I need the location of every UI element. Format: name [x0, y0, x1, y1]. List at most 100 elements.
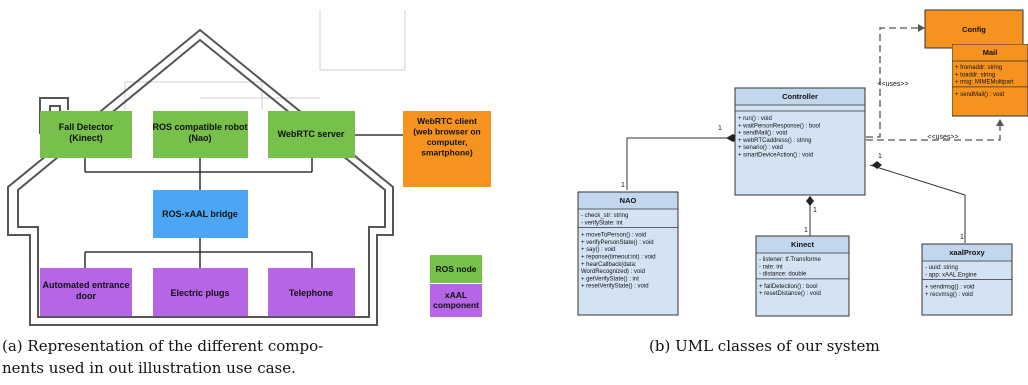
leg-xaal-line: component — [433, 300, 479, 310]
uml-class-box — [734, 87, 866, 196]
uml-class-box — [952, 44, 1028, 117]
wclient-line: computer, — [427, 137, 468, 147]
node-fall-detector-label: Fall Detector(Kinect) — [59, 122, 114, 143]
node-electric-plugs: Electric plugs — [153, 268, 248, 316]
uml-class-name: NAO — [620, 196, 637, 205]
uml-class-name: xaalProxy — [949, 248, 985, 257]
uml-dependencies — [866, 27, 1001, 141]
uml-attribute: - check_str: string — [581, 213, 628, 219]
uml-method: + resetDistance() : void — [759, 291, 821, 297]
node-ros-xaal-bridge: ROS-xAAL bridge — [153, 190, 248, 238]
legend-ros-node-label: ROS node — [435, 264, 476, 274]
uml-method: + moveToPerson() : void — [581, 233, 646, 239]
captions: (a) Representation of the different comp… — [2, 337, 880, 377]
uml-method: + sendMail() : void — [955, 92, 1004, 98]
uml-class-name: Mail — [983, 48, 998, 57]
uml-class-box — [577, 191, 679, 316]
connectors — [84, 134, 403, 268]
legend-ros-node-swatch — [430, 255, 482, 283]
door-line: door — [76, 291, 96, 301]
uml-class-kinect: Kinect - listener: tf.Transforme- rate: i… — [755, 235, 850, 317]
node-webrtc-server: WebRTC server — [268, 111, 355, 158]
multiplicity-kinect-controller: 1 — [813, 207, 817, 214]
uml-class-header — [735, 88, 865, 105]
uml-attribute: - rate: int — [759, 264, 783, 270]
wclient-line: smartphone) — [421, 148, 473, 158]
node-ros-xaal-bridge-label: ROS-xAAL bridge — [162, 209, 238, 219]
node-webrtc-server-label: WebRTC server — [278, 129, 345, 139]
caption-a-line2: nents used in out illustration use case. — [2, 359, 296, 377]
legend-xaal-swatch — [430, 284, 482, 317]
association-controller-xaalproxy — [869, 164, 966, 243]
node-telephone-label: Telephone — [289, 288, 333, 298]
node-telephone: Telephone — [268, 268, 355, 316]
dependency-uses-mail — [866, 126, 1001, 141]
uml-class-config: Config — [924, 9, 1024, 49]
plugs-line: Electric plugs — [170, 288, 229, 298]
uml-attribute: - listener: tf.Transforme — [759, 257, 821, 263]
wserver-line: WebRTC server — [278, 129, 345, 139]
uml-method: + verifyPersonState() : void — [581, 240, 654, 246]
robot-line: (Nao) — [189, 133, 212, 143]
uml-method: + recvmsg() : void — [925, 292, 973, 298]
uml-attribute: + toaddr: string — [955, 72, 995, 78]
uml-arrowheads — [918, 24, 1004, 126]
door-line: Automated entrance — [42, 280, 129, 290]
fall-line: (Kinect) — [69, 133, 103, 143]
uml-attribute: + fromaddr: string — [955, 65, 1002, 71]
uml-attribute: + msg: MIMEMultipart — [955, 80, 1014, 86]
uses-label-config: <<uses>> — [877, 81, 908, 88]
uml-class-header — [578, 192, 678, 209]
uml-method: + webRTCaddress() : string — [738, 138, 811, 144]
phone-line: Telephone — [289, 288, 333, 298]
fall-line: Fall Detector — [59, 122, 114, 132]
uml-attribute: - uuid: string — [925, 265, 958, 271]
uml-class-nao: NAO - check_str: string- verifyState: int… — [577, 191, 679, 316]
leg-ros-line: ROS node — [435, 264, 476, 274]
uml-class-name: Controller — [782, 92, 818, 101]
uml-method: + hearCallback(data: — [581, 262, 637, 268]
uml-method: + sendMail() : void — [738, 131, 787, 137]
uml-method: + senario() : void — [738, 145, 783, 151]
node-fall-detector: Fall Detector(Kinect) — [40, 111, 132, 158]
wclient-line: WebRTC client — [417, 116, 477, 126]
node-electric-plugs-label: Electric plugs — [170, 288, 229, 298]
uml-class-header — [756, 236, 849, 253]
uml-class-xaalproxy: xaalProxy- uuid: string- app: xAAL.Engin… — [921, 243, 1013, 316]
uml-method: + resetVerifyState() : void — [581, 284, 649, 290]
multiplicity-xaal-controller: 1 — [878, 153, 882, 160]
leg-xaal-line: xAAL — [445, 290, 467, 300]
uml-attribute: - verifyState: int — [581, 220, 623, 226]
multiplicity-nao: 1 — [621, 182, 625, 189]
uml-method: + run() : void — [738, 116, 772, 122]
multiplicity-xaal: 1 — [960, 234, 964, 241]
uml-method: + reponse(timeout:int) : void — [581, 255, 656, 261]
multiplicities: 1 1 1 1 1 1 — [621, 125, 964, 241]
bridge-line: ROS-xAAL bridge — [162, 209, 238, 219]
multiplicity-kinect: 1 — [804, 227, 808, 234]
house-diagram: Fall Detector(Kinect) ROS compatible rob… — [7, 10, 491, 326]
uml-diagram: <<uses>> <<uses>> 1 1 1 1 1 1 ConfigMail… — [577, 9, 1028, 317]
uml-method: + sendmsg() : void — [925, 285, 975, 291]
uml-method: WordRecognized) : void — [581, 269, 645, 275]
uml-class-header — [922, 244, 1012, 261]
uml-method: + smartDeviceAction() : void — [738, 153, 813, 159]
uml-method: + getVerifyState() : int — [581, 276, 639, 282]
node-ros-robot: ROS compatible robot(Nao) — [152, 111, 248, 158]
uml-attribute: - distance: double — [759, 272, 807, 278]
uses-label-mail: <<uses>> — [927, 134, 958, 141]
background-lines — [124, 10, 406, 110]
uml-class-name: Kinect — [791, 240, 814, 249]
node-ros-robot-label: ROS compatible robot(Nao) — [152, 122, 247, 143]
uml-method: + fallDetection() : bool — [759, 284, 818, 290]
uml-class-mail: Mail + fromaddr: string+ toaddr: string + … — [952, 44, 1028, 117]
caption-b: (b) UML classes of our system — [649, 337, 880, 355]
robot-line: ROS compatible robot — [152, 122, 247, 132]
dependency-uses-config — [866, 27, 918, 138]
